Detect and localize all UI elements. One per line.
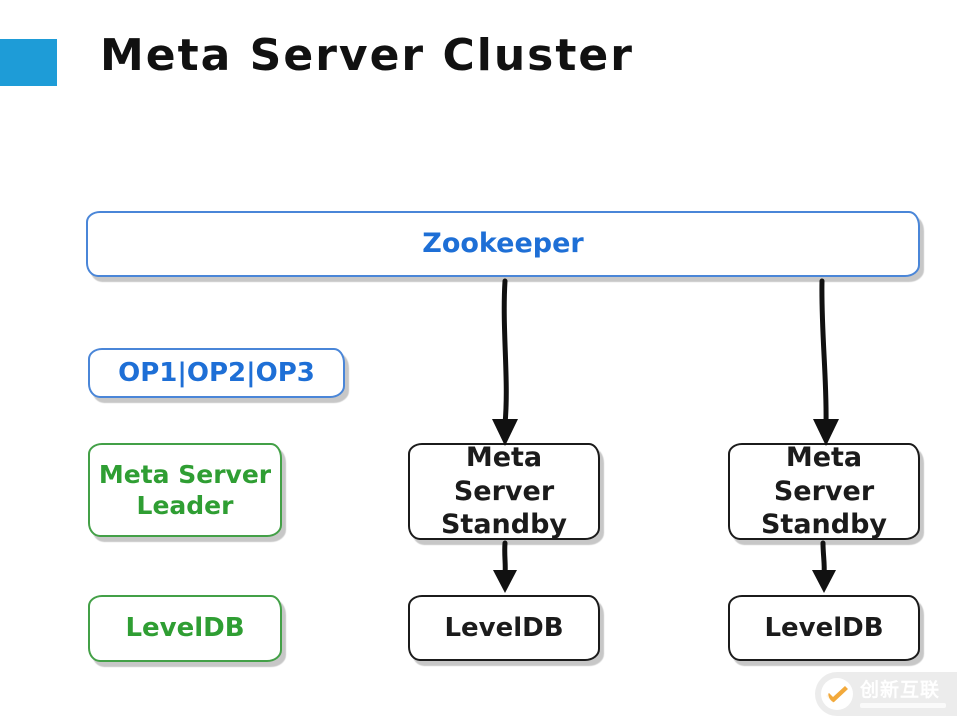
watermark-text-group: 创新互联 xyxy=(860,678,946,708)
node-meta-server-standby-1: Meta Server Standby xyxy=(408,441,600,541)
node-op-list-label: OP1|OP2|OP3 xyxy=(118,357,315,388)
page-title: Meta Server Cluster xyxy=(100,30,634,81)
title-accent-block xyxy=(0,39,57,86)
node-zookeeper-label: Zookeeper xyxy=(422,228,584,260)
node-leveldb-leader: LevelDB xyxy=(88,595,282,662)
node-leveldb-standby-1-label: LevelDB xyxy=(444,612,564,643)
node-leveldb-leader-label: LevelDB xyxy=(125,613,245,644)
brand-c-swoosh-icon xyxy=(821,678,853,710)
watermark-subtitle-line xyxy=(860,702,946,708)
node-meta-server-standby-1-label: Meta Server Standby xyxy=(440,441,568,541)
node-op-list: OP1|OP2|OP3 xyxy=(88,348,345,398)
node-zookeeper: Zookeeper xyxy=(86,211,920,277)
arrow-zookeeper-to-standby2 xyxy=(813,278,839,446)
arrow-standby2-to-leveldb3 xyxy=(812,540,836,593)
watermark-brand-text: 创新互联 xyxy=(860,678,941,701)
node-leveldb-standby-2: LevelDB xyxy=(728,595,920,661)
node-meta-server-leader: Meta Server Leader xyxy=(88,443,282,537)
node-meta-server-standby-2-label: Meta Server Standby xyxy=(760,441,888,541)
watermark-badge: 创新互联 xyxy=(815,672,957,716)
node-meta-server-standby-2: Meta Server Standby xyxy=(728,441,920,541)
arrow-zookeeper-to-standby1 xyxy=(492,278,518,446)
node-leveldb-standby-1: LevelDB xyxy=(408,595,600,661)
node-leveldb-standby-2-label: LevelDB xyxy=(764,612,884,643)
node-meta-server-leader-label: Meta Server Leader xyxy=(98,459,272,520)
arrow-standby1-to-leveldb2 xyxy=(493,540,517,593)
